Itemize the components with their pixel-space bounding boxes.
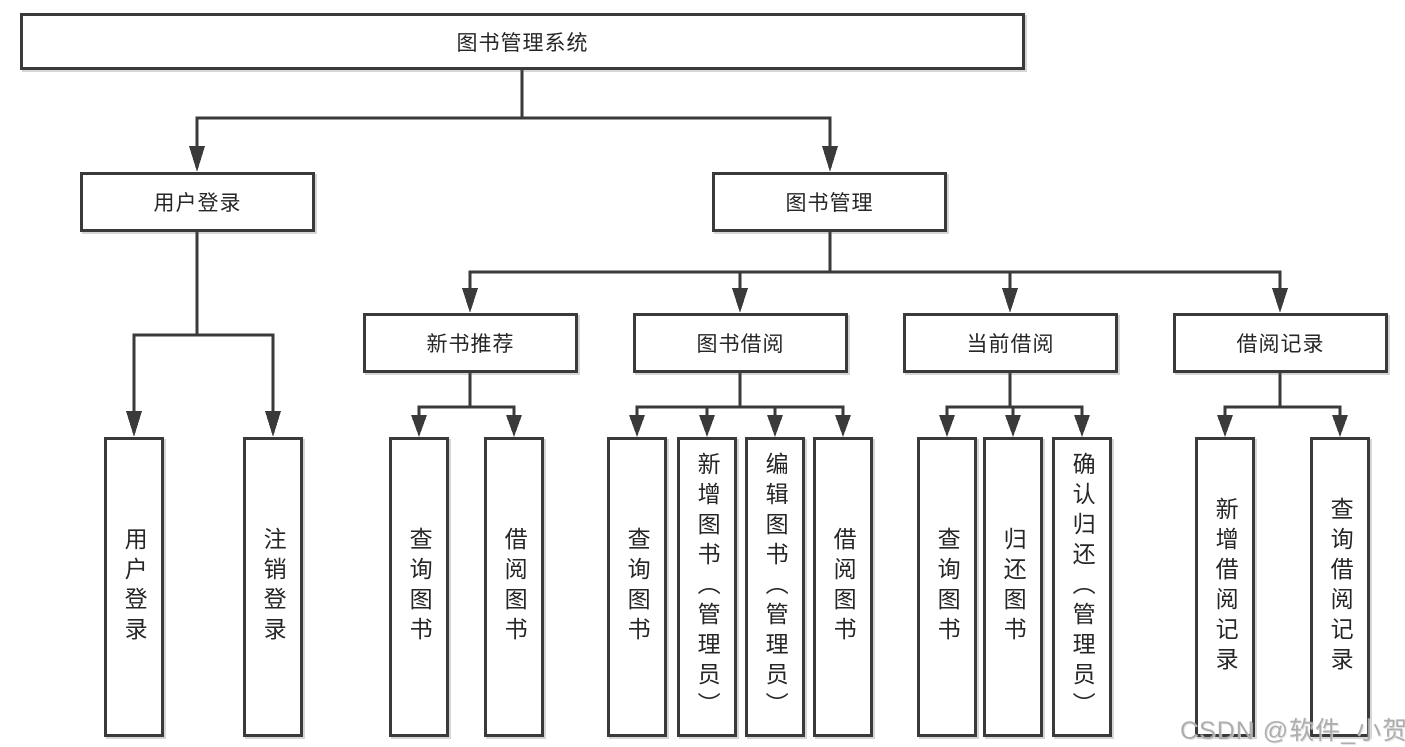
leaf-current-return-books: 归还图书	[983, 437, 1043, 737]
node-label: 图书借阅	[696, 333, 785, 356]
leaf-borrow-add-books-admin: 新增图书（管理员）	[677, 437, 737, 737]
leaf-borrow-query-books: 查询图书	[607, 437, 667, 737]
leaf-borrow-edit-books-admin: 编辑图书（管理员）	[745, 437, 805, 737]
node-label: 查询图书	[624, 527, 651, 647]
leaf-recommend-borrow-books: 借阅图书	[484, 437, 544, 737]
node-new-book-recommend: 新书推荐	[363, 313, 578, 373]
leaf-record-query: 查询借阅记录	[1310, 437, 1370, 737]
node-label: 查询图书	[406, 527, 433, 647]
node-label: 用户登录	[121, 527, 148, 647]
node-label: 编辑图书（管理员）	[762, 452, 789, 722]
node-label: 查询借阅记录	[1327, 497, 1354, 677]
node-label: 图书管理系统	[456, 31, 589, 55]
leaf-record-add: 新增借阅记录	[1195, 437, 1255, 737]
node-label: 当前借阅	[966, 333, 1055, 356]
leaf-user-login: 用户登录	[104, 437, 164, 737]
node-library-system: 图书管理系统	[20, 13, 1025, 70]
leaf-logout: 注销登录	[243, 437, 303, 737]
node-book-borrow: 图书借阅	[633, 313, 848, 373]
leaf-borrow-borrow-books: 借阅图书	[813, 437, 873, 737]
node-book-management: 图书管理	[712, 172, 947, 232]
csdn-watermark: CSDN @软件_小贺同学	[1180, 717, 1405, 745]
leaf-current-query-books: 查询图书	[917, 437, 977, 737]
node-label: 借阅记录	[1236, 333, 1325, 356]
node-label: 借阅图书	[501, 527, 528, 647]
node-borrow-record: 借阅记录	[1173, 313, 1388, 373]
node-label: 图书管理	[785, 192, 874, 215]
node-label: 新增图书（管理员）	[694, 452, 721, 722]
node-label: 借阅图书	[830, 527, 857, 647]
leaf-current-confirm-return-admin: 确认归还（管理员）	[1052, 437, 1112, 737]
node-label: 用户登录	[153, 192, 242, 215]
node-user-login: 用户登录	[80, 172, 315, 232]
node-label: 确认归还（管理员）	[1069, 452, 1096, 722]
node-label: 新增借阅记录	[1212, 497, 1239, 677]
node-label: 注销登录	[260, 527, 287, 647]
node-label: 新书推荐	[426, 333, 515, 356]
leaf-recommend-query-books: 查询图书	[389, 437, 449, 737]
node-label: 归还图书	[1000, 527, 1027, 647]
node-label: 查询图书	[934, 527, 961, 647]
node-current-borrow: 当前借阅	[903, 313, 1118, 373]
arrowheads	[126, 146, 1348, 437]
